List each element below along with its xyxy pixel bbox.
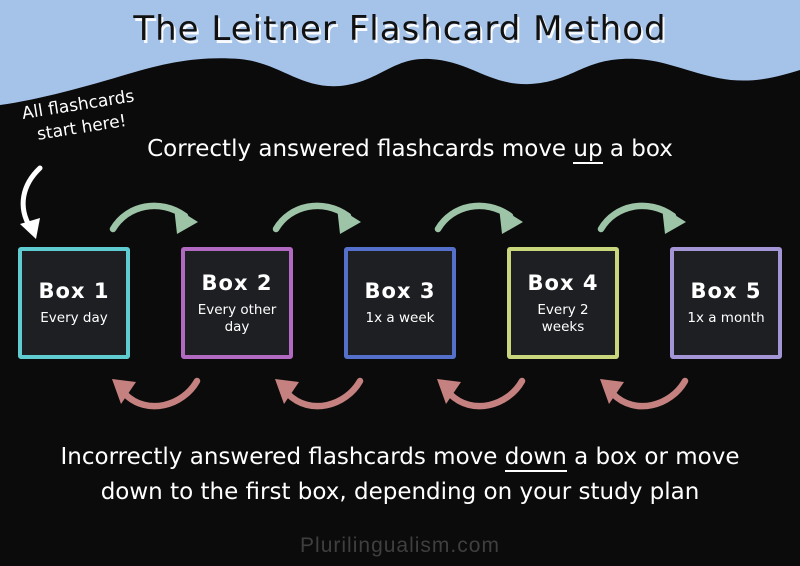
up-rule-text: Correctly answered flashcards move up a … (40, 136, 780, 164)
box-subtitle: Every other day (197, 301, 277, 335)
down-rule-line2: down to the first box, depending on your… (100, 479, 700, 505)
up-rule-pre: Correctly answered flashcards move (147, 136, 574, 162)
box-title: Box 2 (201, 270, 273, 295)
box-subtitle: 1x a month (687, 310, 765, 326)
flashcard-box-2: Box 2 Every other day (181, 247, 293, 359)
down-rule-line1: Incorrectly answered flashcards move dow… (0, 440, 800, 475)
box-subtitle: Every day (40, 310, 108, 326)
up-arrow-icon (593, 192, 693, 242)
box-subtitle: 1x a week (365, 310, 435, 326)
box-title: Box 5 (690, 279, 762, 303)
start-arrow-icon (20, 165, 43, 239)
box-title: Box 1 (38, 279, 110, 303)
up-arrow-icon (268, 192, 368, 242)
header-wave-shape (0, 0, 800, 105)
page-title: The Leitner Flashcard Method (133, 9, 667, 49)
flashcard-box-5: Box 5 1x a month (670, 247, 782, 359)
down-rule-pre: Incorrectly answered flashcards move (60, 444, 505, 470)
box-subtitle: Every 2 weeks (537, 301, 589, 335)
down-rule-post: a box or move (566, 444, 740, 470)
box-title: Box 3 (364, 279, 436, 303)
up-arrow-icon (430, 192, 530, 242)
up-arrow-icon (105, 192, 205, 242)
down-arrow-icon (268, 368, 368, 418)
up-rule-post: a box (602, 136, 673, 162)
down-rule-underlined-word: down (504, 444, 567, 472)
down-arrow-icon (105, 368, 205, 418)
box-title: Box 4 (527, 270, 599, 295)
down-arrow-icon (593, 368, 693, 418)
flashcard-box-4: Box 4 Every 2 weeks (507, 247, 619, 359)
header-wave-path (0, 0, 800, 105)
flashcard-box-1: Box 1 Every day (18, 247, 130, 359)
up-rule-underlined-word: up (573, 136, 603, 164)
down-arrow-icon (430, 368, 530, 418)
footer-site-text: Plurilingualism.com (300, 534, 500, 557)
down-rule-text: Incorrectly answered flashcards move dow… (0, 440, 800, 510)
flashcard-box-3: Box 3 1x a week (344, 247, 456, 359)
